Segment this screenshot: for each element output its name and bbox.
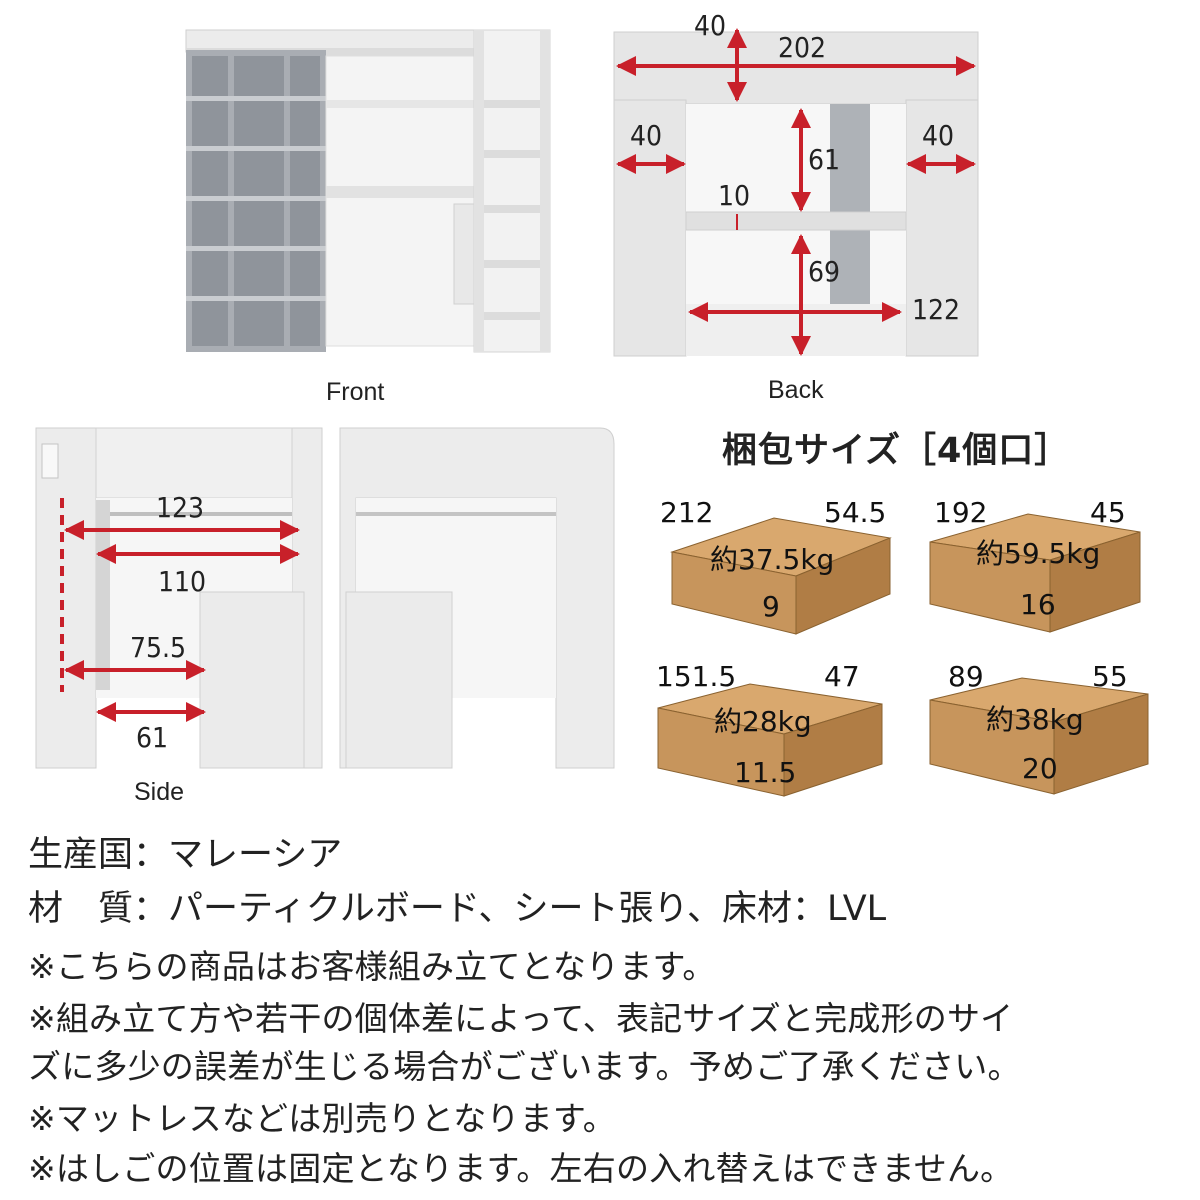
note-4: ※マットレスなどは別売りとなります。 <box>28 1099 616 1138</box>
back-dim-10: 10 <box>718 179 751 212</box>
front-label: Front <box>326 378 385 406</box>
back-dim-left-40: 40 <box>630 119 663 152</box>
box-2-width: 45 <box>1090 496 1126 529</box>
box-2-length: 192 <box>934 496 988 529</box>
back-dim-122: 122 <box>912 293 961 326</box>
side-dim-75-5: 75.5 <box>130 631 187 664</box>
cardboard-box-icon <box>657 683 883 797</box>
box-2-weight: 約59.5kg <box>976 537 1101 570</box>
note-2: ※組み立て方や若干の個体差によって、表記サイズと完成形のサイ <box>28 999 1014 1038</box>
back-dim-right-40: 40 <box>922 119 955 152</box>
back-dim-width-202: 202 <box>778 31 827 64</box>
package-box-3: 151.5 47 約28kg 11.5 <box>654 660 894 810</box>
side-label: Side <box>134 778 185 806</box>
note-1: ※こちらの商品はお客様組み立てとなります。 <box>28 947 716 986</box>
spec-country: 生産国：マレーシア <box>28 835 343 875</box>
side-dim-123: 123 <box>156 491 205 524</box>
package-box-4: 89 55 約38kg 20 <box>926 660 1166 810</box>
package-box-1: 212 54.5 約37.5kg 9 <box>660 496 904 646</box>
spec-material: 材 質：パーティクルボード、シート張り、床材：LVL <box>28 889 887 929</box>
box-4-length: 89 <box>948 660 984 693</box>
box-3-weight: 約28kg <box>714 705 812 738</box>
box-3-height: 11.5 <box>734 756 797 789</box>
box-4-width: 55 <box>1092 660 1128 693</box>
box-1-width: 54.5 <box>824 496 887 529</box>
box-4-height: 20 <box>1022 752 1058 785</box>
back-dim-top-40: 40 <box>694 9 727 42</box>
package-box-2: 192 45 約59.5kg 16 <box>924 496 1164 646</box>
package-size-title: 梱包サイズ［4個口］ <box>722 431 1071 471</box>
back-dim-61: 61 <box>808 143 841 176</box>
cardboard-box-icon <box>929 677 1149 795</box>
box-1-weight: 約37.5kg <box>710 543 835 576</box>
box-2-height: 16 <box>1020 588 1056 621</box>
side-dim-61: 61 <box>136 721 169 754</box>
side-dim-110: 110 <box>158 565 207 598</box>
box-3-width: 47 <box>824 660 860 693</box>
box-1-length: 212 <box>660 496 714 529</box>
back-dim-69: 69 <box>808 255 841 288</box>
box-3-length: 151.5 <box>656 660 737 693</box>
cardboard-box-icon <box>670 517 892 635</box>
back-label: Back <box>768 376 824 404</box>
note-3: ズに多少の誤差が生じる場合がございます。予めご了承ください。 <box>28 1047 1021 1086</box>
note-5: ※はしごの位置は固定となります。左右の入れ替えはできません。 <box>28 1149 1014 1188</box>
box-4-weight: 約38kg <box>986 703 1084 736</box>
box-1-height: 9 <box>762 590 780 623</box>
cardboard-box-icon <box>929 513 1141 633</box>
